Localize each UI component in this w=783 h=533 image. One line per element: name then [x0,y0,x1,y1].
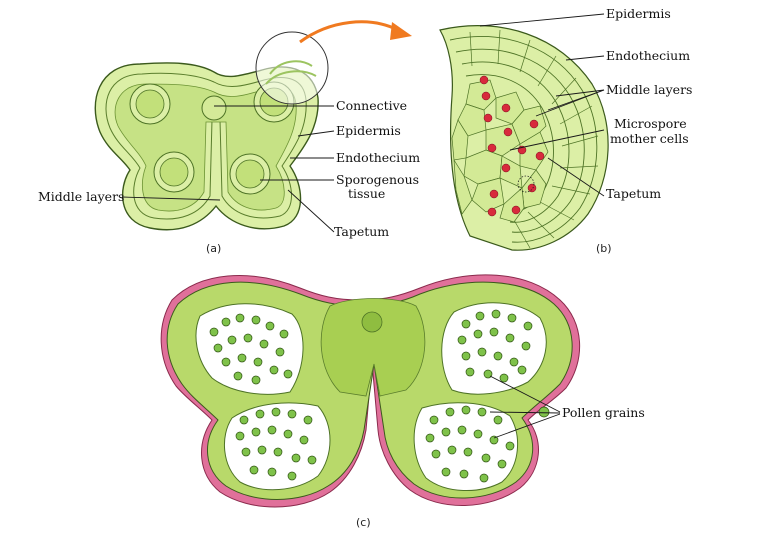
label-tapetum-b: Tapetum [606,186,661,201]
endothecium-line [105,72,307,220]
pollen-grains [209,309,550,483]
label-sporogenous-1: Sporogenous [336,172,419,187]
connective-tissue [320,298,426,397]
label-epidermis-a: Epidermis [336,123,401,138]
mother-cell-nuclei [479,75,545,217]
panel-c: Pollen grains (c) [160,274,645,529]
label-sporogenous-2: tissue [348,186,385,201]
label-middle-layers-b: Middle layers [606,82,692,97]
locule-bottom-right [413,402,519,491]
label-epidermis-b: Epidermis [606,6,671,21]
label-endothecium-a: Endothecium [336,150,420,165]
label-endothecium-b: Endothecium [606,48,690,63]
label-middle-layers-a: Middle layers [38,189,124,204]
label-pollen-grains: Pollen grains [562,405,645,420]
label-microspore-2: mother cells [610,131,689,146]
panel-b: Epidermis Endothecium Middle layers Micr… [439,6,692,255]
caption-b: (b) [596,242,612,255]
connective [201,95,227,121]
caption-a: (a) [206,242,221,255]
label-microspore-1: Microspore [614,116,687,131]
magnifier-circle [255,31,329,105]
panel-a: Connective Epidermis Endothecium Sporoge… [38,31,420,255]
sporangium-bottom-right [229,153,271,195]
sporangium-top-left [129,83,171,125]
label-tapetum-a: Tapetum [334,224,389,239]
orange-arrow [299,20,412,44]
label-connective: Connective [336,98,407,113]
caption-c: (c) [356,516,371,529]
sporangium-bottom-left [153,151,195,193]
